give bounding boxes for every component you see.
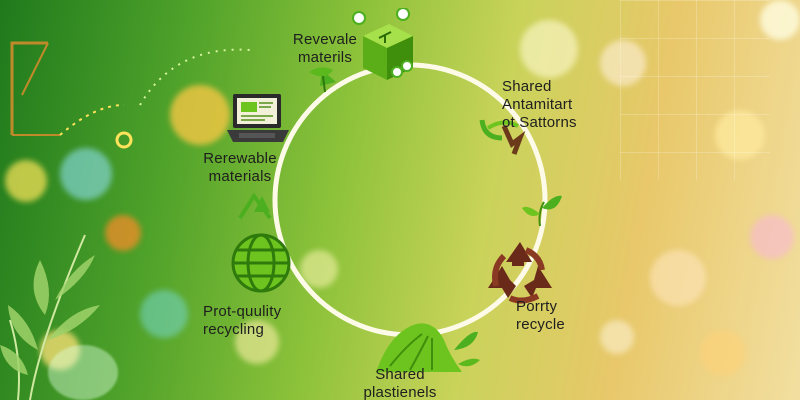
bokeh-light [600, 40, 646, 86]
node-label-upper-left: Rerewable materials [203, 150, 277, 185]
recycle-icon [488, 242, 552, 304]
bokeh-light [750, 215, 794, 259]
bokeh-light [105, 215, 141, 251]
plant-silhouette-icon [0, 234, 100, 400]
decorative-bracket [10, 41, 133, 149]
leaf-marker-icon [309, 67, 333, 93]
bokeh-light [700, 330, 746, 376]
sprout-icon [522, 195, 562, 227]
bokeh-light [650, 250, 706, 306]
bokeh-light [715, 110, 765, 160]
bokeh-light [300, 250, 338, 288]
node-label-top: Revevale materils [292, 31, 358, 66]
leaf-mound-icon [376, 323, 480, 372]
node-label-lower-right: Porrty recycle [516, 298, 565, 333]
glow-orb [48, 345, 118, 400]
background-grid [620, 0, 770, 180]
bokeh-light [140, 290, 188, 338]
bokeh-light [600, 320, 634, 354]
laptop-icon [227, 94, 289, 142]
node-label-upper-right: Shared Antamitart ot Sattorns [502, 78, 577, 131]
node-label-lower-left: Prot-quulity recycling [203, 303, 282, 338]
node-label-bottom: Shared plastienels [363, 366, 437, 400]
bokeh-light [235, 320, 279, 364]
bokeh-light [760, 0, 800, 40]
globe-icon [231, 233, 291, 293]
bokeh-light [170, 85, 230, 145]
bokeh-light [60, 148, 112, 200]
shared-leaf-icon [479, 119, 526, 155]
arrow-up-leaf-icon [238, 192, 272, 220]
bokeh-light [520, 20, 578, 78]
eco-cube-icon [352, 8, 413, 80]
bokeh-light [5, 160, 47, 202]
